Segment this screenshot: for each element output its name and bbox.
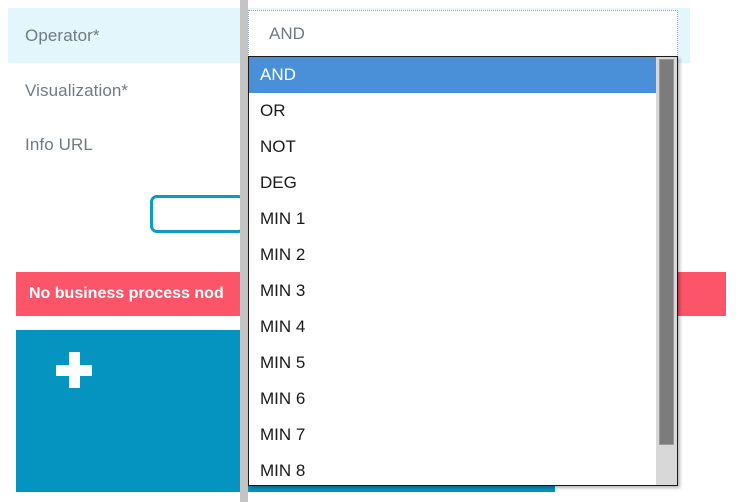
dropdown-option-deg[interactable]: DEG xyxy=(260,173,297,192)
page-scrollbar[interactable] xyxy=(240,0,248,502)
dropdown-option-or[interactable]: OR xyxy=(260,101,286,120)
plus-icon xyxy=(56,352,92,388)
dropdown-option-min-2[interactable]: MIN 2 xyxy=(260,245,306,264)
operator-select[interactable]: AND xyxy=(248,10,678,57)
dropdown-option-and[interactable]: AND xyxy=(249,57,656,93)
form-label-visualization: Visualization* xyxy=(25,80,129,100)
form-row-info-url[interactable]: Info URL xyxy=(8,117,690,172)
dropdown-option-min-7[interactable]: MIN 7 xyxy=(260,425,306,444)
error-banner-message: No business process nod xyxy=(29,285,224,302)
operator-select-value: AND xyxy=(269,23,305,43)
dropdown-option-not[interactable]: NOT xyxy=(260,137,296,156)
dropdown-scrollbar-thumb[interactable] xyxy=(659,59,674,445)
dropdown-option-min-5[interactable]: MIN 5 xyxy=(260,353,306,372)
dropdown-scrollbar[interactable] xyxy=(656,57,677,485)
operator-dropdown[interactable]: AND OR NOT DEG MIN 1 MIN 2 MIN 3 MIN 4 M… xyxy=(248,56,678,486)
form-label-operator: Operator* xyxy=(25,25,100,45)
dropdown-option-min-8[interactable]: MIN 8 xyxy=(260,461,306,480)
operator-dropdown-list[interactable]: AND OR NOT DEG MIN 1 MIN 2 MIN 3 MIN 4 M… xyxy=(249,57,656,485)
dropdown-option-min-4[interactable]: MIN 4 xyxy=(260,317,306,336)
dropdown-option-min-6[interactable]: MIN 6 xyxy=(260,389,306,408)
dropdown-option-min-1[interactable]: MIN 1 xyxy=(260,209,306,228)
secondary-action-button[interactable] xyxy=(150,195,245,233)
form-label-info-url: Info URL xyxy=(25,134,93,154)
dropdown-option-min-3[interactable]: MIN 3 xyxy=(260,281,306,300)
form-row-visualization[interactable]: Visualization* xyxy=(8,63,690,118)
